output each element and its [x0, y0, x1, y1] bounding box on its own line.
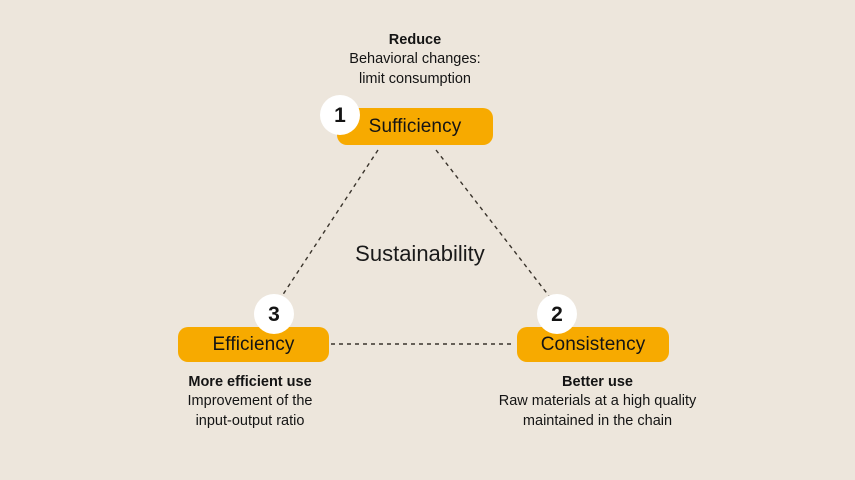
caption-sufficiency-title: Reduce	[388, 32, 442, 48]
connector-sufficiency-efficiency	[281, 149, 379, 297]
caption-efficiency: More efficient use Improvement of the in…	[155, 373, 345, 431]
caption-consistency-line1: Raw materials at a high quality	[498, 393, 697, 410]
caption-efficiency-line2: input-output ratio	[195, 412, 305, 429]
caption-consistency-line2: maintained in the chain	[522, 412, 673, 429]
caption-sufficiency: Reduce Behavioral changes: limit consump…	[295, 31, 535, 89]
caption-sufficiency-line2: limit consumption	[358, 70, 471, 87]
center-label: Sustainability	[355, 241, 485, 266]
caption-consistency-title: Better use	[562, 374, 633, 390]
badge-efficiency: 3	[254, 294, 294, 334]
caption-efficiency-line1: Improvement of the	[187, 393, 313, 410]
pill-efficiency-label: Efficiency	[212, 334, 295, 355]
caption-consistency: Better use Raw materials at a high quali…	[470, 373, 725, 431]
badge-consistency-number: 2	[551, 302, 563, 326]
badge-sufficiency-number: 1	[334, 103, 346, 127]
caption-efficiency-title: More efficient use	[188, 374, 312, 390]
connector-sufficiency-consistency	[435, 149, 550, 297]
pill-consistency-label: Consistency	[540, 334, 646, 355]
badge-efficiency-number: 3	[268, 302, 280, 326]
pill-consistency[interactable]: Consistency	[517, 327, 669, 362]
caption-sufficiency-line1: Behavioral changes:	[349, 51, 481, 68]
pill-sufficiency[interactable]: Sufficiency	[337, 108, 493, 145]
pill-sufficiency-label: Sufficiency	[368, 116, 462, 137]
badge-sufficiency: 1	[320, 95, 360, 135]
pill-efficiency[interactable]: Efficiency	[178, 327, 329, 362]
badge-consistency: 2	[537, 294, 577, 334]
